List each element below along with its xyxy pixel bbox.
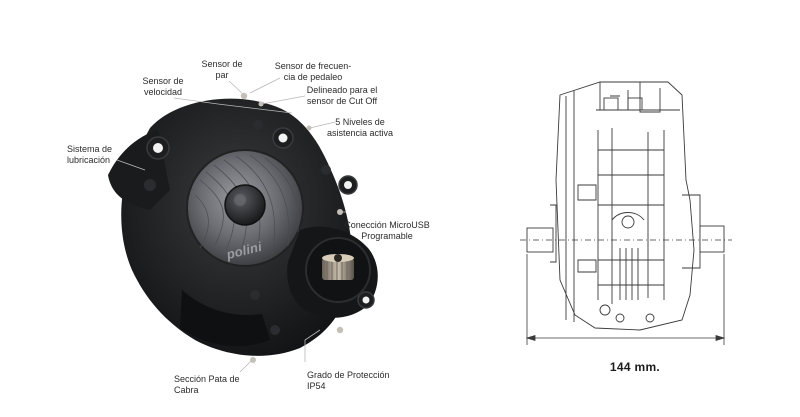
side-cover <box>186 149 304 267</box>
label-microusb: Conección MicroUSB Programable <box>344 220 430 241</box>
leader-frecuencia <box>249 77 281 94</box>
label-sensor-par: Sensor de par <box>201 59 243 80</box>
label-delineado: Delineado para el sensor de Cut Off <box>306 85 378 106</box>
leader-dot-microusb <box>337 209 343 215</box>
leader-dot-proteccion <box>336 326 344 334</box>
dimension-label: 144 mm. <box>609 360 661 374</box>
mounting-lugs <box>144 120 375 335</box>
crank-housing <box>180 290 270 347</box>
leader-velocidad <box>173 97 293 114</box>
leader-pata <box>239 359 253 373</box>
leader-dot-niveles <box>306 125 312 131</box>
label-sensor-velocidad: Sensor de velocidad <box>142 76 184 97</box>
leader-par <box>228 80 245 96</box>
leader-lubricacion <box>116 159 146 171</box>
leader-dot-pata <box>250 357 256 363</box>
label-proteccion: Grado de Protección IP54 <box>307 370 390 391</box>
label-lubricacion: Sistema de lubricación <box>67 144 113 165</box>
output-spline <box>305 237 371 303</box>
label-pata-cabra: Sección Pata de Cabra <box>174 374 240 395</box>
leader-dot-delineado <box>258 101 264 107</box>
leader-niveles <box>309 121 336 129</box>
leader-dot-par <box>240 92 248 100</box>
leader-delineado <box>261 95 306 105</box>
label-sensor-frecuencia: Sensor de frecuen- cia de pedaleo <box>274 61 352 82</box>
leader-proteccion <box>304 329 321 362</box>
label-niveles: 5 Niveles de asistencia activa <box>326 117 394 138</box>
